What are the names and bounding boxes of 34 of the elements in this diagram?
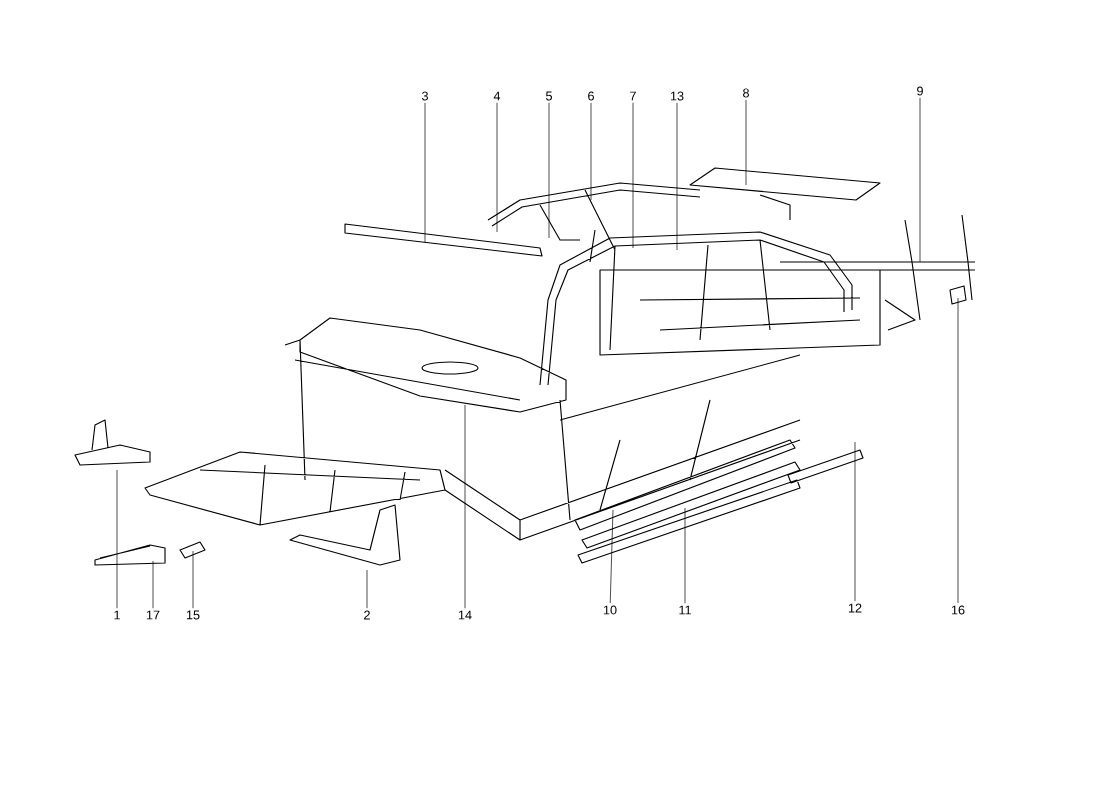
leader-line	[548, 102, 550, 239]
callout-number: 10	[603, 605, 617, 615]
callout-number: 5	[546, 91, 552, 101]
leader-line	[590, 102, 592, 201]
leader-line	[684, 507, 686, 604]
callout-number: 9	[917, 86, 923, 96]
leader-line	[957, 297, 959, 604]
callout-number: 16	[951, 605, 965, 615]
leader-line	[854, 441, 856, 602]
callout-number: 15	[186, 610, 200, 620]
callout-number: 12	[848, 603, 862, 613]
leader-line	[116, 469, 118, 609]
leader-line	[366, 569, 368, 609]
callout-number: 8	[743, 88, 749, 98]
callout-number: 13	[670, 91, 684, 101]
callout-number: 2	[364, 610, 370, 620]
callout-number: 1	[114, 610, 120, 620]
leader-line	[632, 102, 634, 249]
callout-number: 17	[146, 610, 160, 620]
callout-number: 6	[588, 91, 594, 101]
leader-line	[745, 99, 747, 186]
leader-line	[609, 509, 614, 604]
callout-number: 7	[630, 91, 636, 101]
leader-line	[676, 102, 678, 251]
leader-line	[152, 560, 154, 609]
leader-line	[496, 102, 498, 233]
callout-number: 3	[421, 91, 428, 101]
callout-number: 4	[493, 91, 501, 101]
leader-line	[192, 550, 194, 609]
callout-number: 14	[458, 610, 472, 620]
leader-line	[424, 102, 426, 243]
callout-number: 11	[679, 605, 691, 615]
leader-line	[919, 97, 921, 263]
leader-line	[464, 404, 466, 609]
